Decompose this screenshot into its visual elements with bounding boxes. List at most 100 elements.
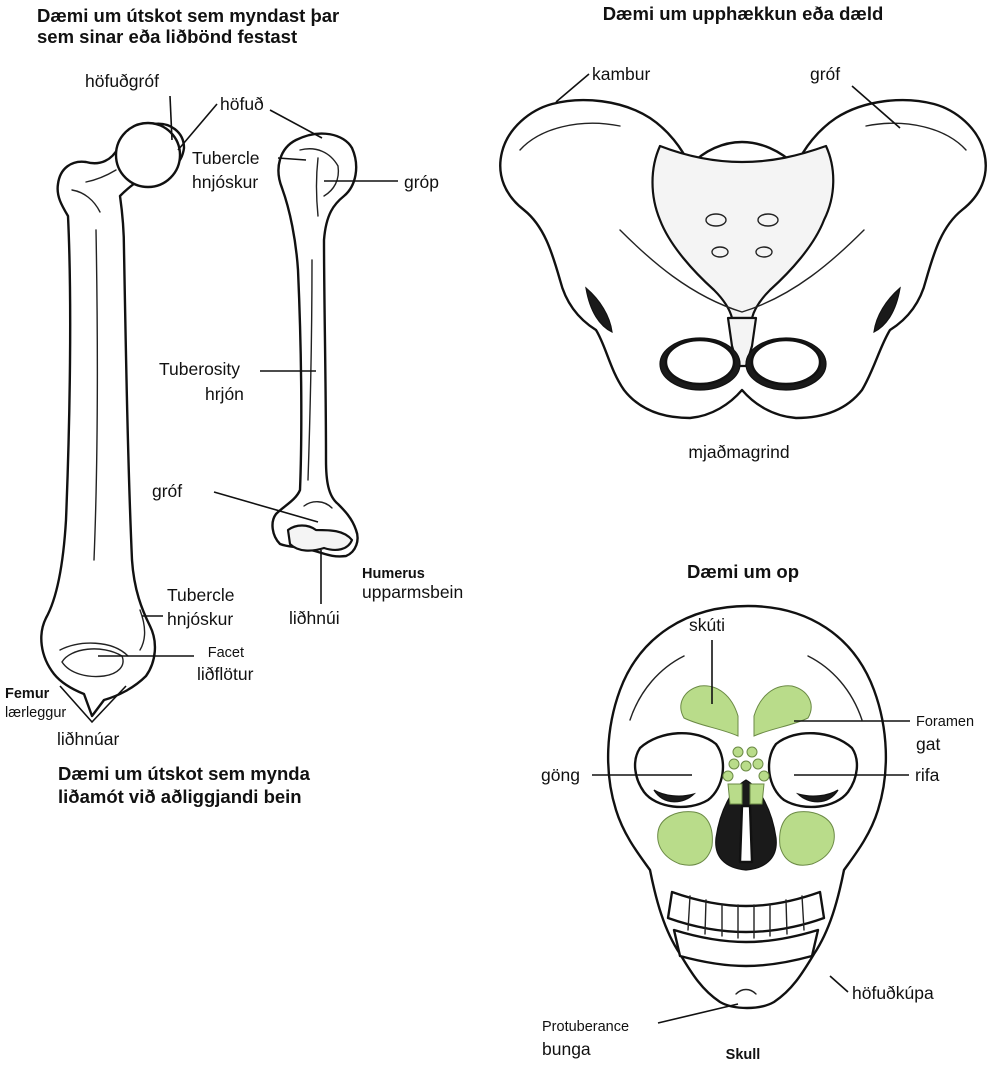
pelvis-sacral-foramen-1 <box>705 213 727 227</box>
label-pelvis-name: mjaðmagrind <box>688 442 789 462</box>
skull-orbit-right <box>767 732 859 809</box>
skull-teeth-upper <box>666 890 826 934</box>
pelvis-brim-line <box>619 229 865 313</box>
humerus-outline <box>271 132 359 558</box>
skull-illustration <box>606 604 888 1010</box>
pelvis-illustration <box>499 98 987 420</box>
leader-humerus-head-a <box>177 103 218 151</box>
leader-humerus-tubercle <box>277 157 307 161</box>
skull-orbit-left <box>633 732 725 809</box>
femur-epicondyle-line <box>139 609 146 651</box>
pelvis-obturator-right-inner <box>750 338 822 386</box>
label-humerus-condyle: liðhnúi <box>289 608 340 628</box>
label-skull-foramen-en: Foramen <box>916 714 974 730</box>
skull-temporal-line-right <box>807 655 863 721</box>
leader-skull-protuberance <box>657 1003 739 1024</box>
label-femur-tubercle-en: Tubercle <box>167 585 234 605</box>
heading-projections-attach-line-1: Dæmi um útskot sem myndast þar <box>37 5 339 26</box>
label-skull-sinus: skúti <box>689 615 725 635</box>
skull-sinus-maxillary-left <box>657 811 713 866</box>
humerus-groove-line <box>315 157 319 217</box>
skull-nasal-septum <box>738 804 754 864</box>
pelvis-sacrum <box>651 144 835 320</box>
skull-sinus-ethmoid-3 <box>728 758 740 770</box>
humerus-head-line <box>299 148 340 197</box>
skull-sinus-maxillary-right <box>779 811 835 866</box>
leader-pelvis-fossa <box>851 85 901 129</box>
skull-sinus-ethmoid-7 <box>758 770 770 782</box>
skull-orbit-left-fissure <box>653 789 697 803</box>
leader-femur-condyles <box>59 685 127 724</box>
femur-head <box>114 121 182 189</box>
label-pelvis-fossa: gróf <box>810 64 840 84</box>
skull-sinus-ethmoid-2 <box>746 746 758 758</box>
pelvis-acetabulum-left <box>585 286 613 334</box>
femur-trochanter-line <box>71 189 101 213</box>
humerus-illustration <box>271 132 359 558</box>
label-femur-head-fovea: höfuðgróf <box>85 71 159 91</box>
label-pelvis-crest: kambur <box>592 64 651 84</box>
humerus-trochlea <box>286 524 354 552</box>
femur-outline <box>40 122 186 718</box>
label-femur-tubercle-is: hnjóskur <box>167 609 233 629</box>
leader-humerus-head-b <box>269 109 323 139</box>
label-humerus-fossa: gróf <box>152 481 182 501</box>
humerus-shaft-line <box>307 259 313 481</box>
skull-sinus-frontal-left <box>680 685 739 737</box>
leader-femur-head-fovea <box>169 95 173 141</box>
heading-elevation-depression: Dæmi um upphækkun eða dæld <box>603 3 884 24</box>
label-humerus-groove: gróp <box>404 172 439 192</box>
heading-projections-attach-line-2: sem sinar eða liðbönd festast <box>37 26 297 47</box>
pelvis-sacral-foramen-4 <box>755 246 773 258</box>
label-skull-protuberance-is: bunga <box>542 1039 591 1059</box>
skull-sinus-frontal-right <box>753 685 812 737</box>
label-humerus-tubercle-en: Tubercle <box>192 148 259 168</box>
skull-sinus-ethmoid-5 <box>752 758 764 770</box>
humerus-fossa-line <box>303 501 333 509</box>
heading-projections-joints-line-2: liðamót við aðliggjandi bein <box>58 786 302 807</box>
pelvis-crest-inner-right <box>865 122 967 151</box>
skull-sinus-ethmoid-6 <box>722 770 734 782</box>
label-humerus-tuberosity-en: Tuberosity <box>159 359 240 379</box>
label-femur-name-en: Femur <box>5 686 50 702</box>
femur-facet-outline <box>61 648 124 678</box>
skull-teeth-lower <box>672 928 820 968</box>
leader-skull-name <box>829 975 849 993</box>
label-femur-facet-is: liðflötur <box>197 664 254 684</box>
skull-sinus-sphenoid-right <box>749 783 765 805</box>
skull-teeth-lines <box>687 895 805 939</box>
femur-condyle-line <box>59 642 129 657</box>
label-skull-protuberance-en: Protuberance <box>542 1019 629 1035</box>
skull-orbit-right-fissure <box>795 789 839 803</box>
label-humerus-name-is: upparmsbein <box>362 582 463 602</box>
skull-sinus-ethmoid-4 <box>740 760 752 772</box>
femur-shaft-line <box>93 229 99 561</box>
heading-projections-joints-line-1: Dæmi um útskot sem mynda <box>58 763 311 784</box>
label-skull-name-is: höfuðkúpa <box>852 983 934 1003</box>
pelvis-crest-inner-left <box>519 122 621 151</box>
label-skull-canal: göng <box>541 765 580 785</box>
label-skull-foramen-is: gat <box>916 734 940 754</box>
label-humerus-name-en: Humerus <box>362 566 425 582</box>
label-femur-condyles: liðhnúar <box>57 729 119 749</box>
label-humerus-tuberosity-is: hrjón <box>205 384 244 404</box>
skull-mental-protuberance <box>735 988 757 995</box>
label-humerus-tubercle-is: hnjóskur <box>192 172 258 192</box>
skull-sinus-sphenoid-left <box>727 783 743 805</box>
leader-pelvis-crest <box>555 73 590 103</box>
femur-neck-line <box>85 169 117 183</box>
skull-temporal-line-left <box>629 655 685 721</box>
leader-humerus-fossa <box>213 491 319 523</box>
label-humerus-head: höfuð <box>220 94 264 114</box>
femur-illustration <box>40 121 186 718</box>
label-skull-name-en: Skull <box>726 1047 761 1063</box>
pelvis-sacral-foramen-2 <box>757 213 779 227</box>
skull-sinus-ethmoid-1 <box>732 746 744 758</box>
pelvis-sacral-foramen-3 <box>711 246 729 258</box>
label-femur-name-is: lærleggur <box>5 705 66 721</box>
label-femur-facet-en: Facet <box>208 645 244 661</box>
heading-openings: Dæmi um op <box>687 561 799 582</box>
label-skull-fissure: rifa <box>915 765 940 785</box>
pelvis-obturator-left-inner <box>664 338 736 386</box>
pelvis-acetabulum-right <box>873 286 901 334</box>
